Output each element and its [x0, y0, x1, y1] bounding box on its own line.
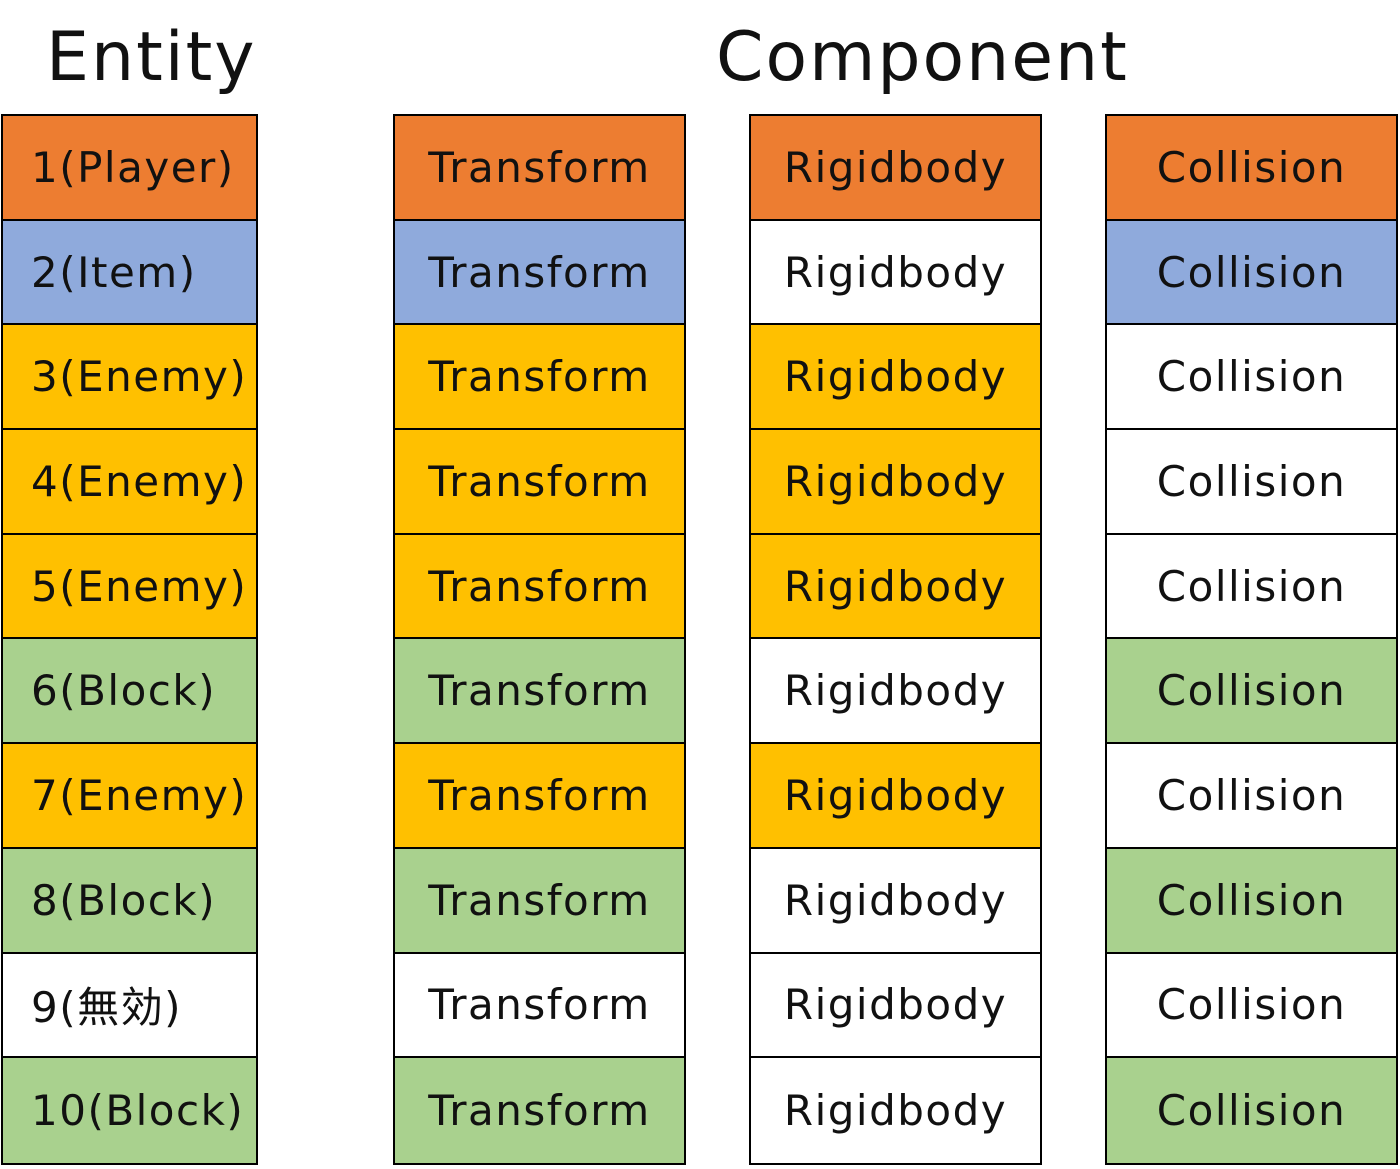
entity-cell: 3(Enemy): [3, 325, 256, 431]
transform-cell: Transform: [395, 116, 684, 221]
collision-cell: Collision: [1107, 116, 1396, 221]
rigidbody-cell: Rigidbody: [751, 430, 1040, 535]
collision-cell: Collision: [1107, 848, 1396, 954]
rigidbody-cell: Rigidbody: [751, 534, 1040, 640]
entity-cell: 1(Player): [3, 116, 256, 221]
transform-cell: Transform: [395, 430, 684, 535]
transform-cell: Transform: [395, 534, 684, 640]
collision-cell: Collision: [1107, 220, 1396, 326]
transform-cell: Transform: [395, 220, 684, 326]
entity-cell: 2(Item): [3, 220, 256, 326]
rigidbody-cell: Rigidbody: [751, 848, 1040, 954]
transform-cell: Transform: [395, 325, 684, 431]
transform-cell: Transform: [395, 953, 684, 1059]
entity-cell: 4(Enemy): [3, 430, 256, 535]
rigidbody-cell: Rigidbody: [751, 116, 1040, 221]
entity-cell: 8(Block): [3, 848, 256, 954]
rigidbody-cell: Rigidbody: [751, 1058, 1040, 1163]
transform-cell: Transform: [395, 744, 684, 849]
entity-cell: 6(Block): [3, 639, 256, 745]
transform-cell: Transform: [395, 848, 684, 954]
collision-cell: Collision: [1107, 953, 1396, 1059]
entity-heading: Entity: [46, 18, 257, 97]
entity-cell: 5(Enemy): [3, 534, 256, 640]
rigidbody-cell: Rigidbody: [751, 220, 1040, 326]
entity-cell: 9(無効): [3, 953, 256, 1059]
entity-cell: 7(Enemy): [3, 744, 256, 849]
collision-cell: Collision: [1107, 534, 1396, 640]
rigidbody-cell: Rigidbody: [751, 325, 1040, 431]
collision-cell: Collision: [1107, 639, 1396, 745]
entity-column: 1(Player)2(Item)3(Enemy)4(Enemy)5(Enemy)…: [1, 114, 258, 1165]
rigidbody-cell: Rigidbody: [751, 953, 1040, 1059]
collision-cell: Collision: [1107, 744, 1396, 849]
transform-cell: Transform: [395, 1058, 684, 1163]
transform-cell: Transform: [395, 639, 684, 745]
rigidbody-cell: Rigidbody: [751, 639, 1040, 745]
component-heading: Component: [716, 18, 1129, 97]
entity-cell: 10(Block): [3, 1058, 256, 1163]
rigidbody-cell: Rigidbody: [751, 744, 1040, 849]
collision-cell: Collision: [1107, 430, 1396, 535]
collision-cell: Collision: [1107, 325, 1396, 431]
collision-cell: Collision: [1107, 1058, 1396, 1163]
